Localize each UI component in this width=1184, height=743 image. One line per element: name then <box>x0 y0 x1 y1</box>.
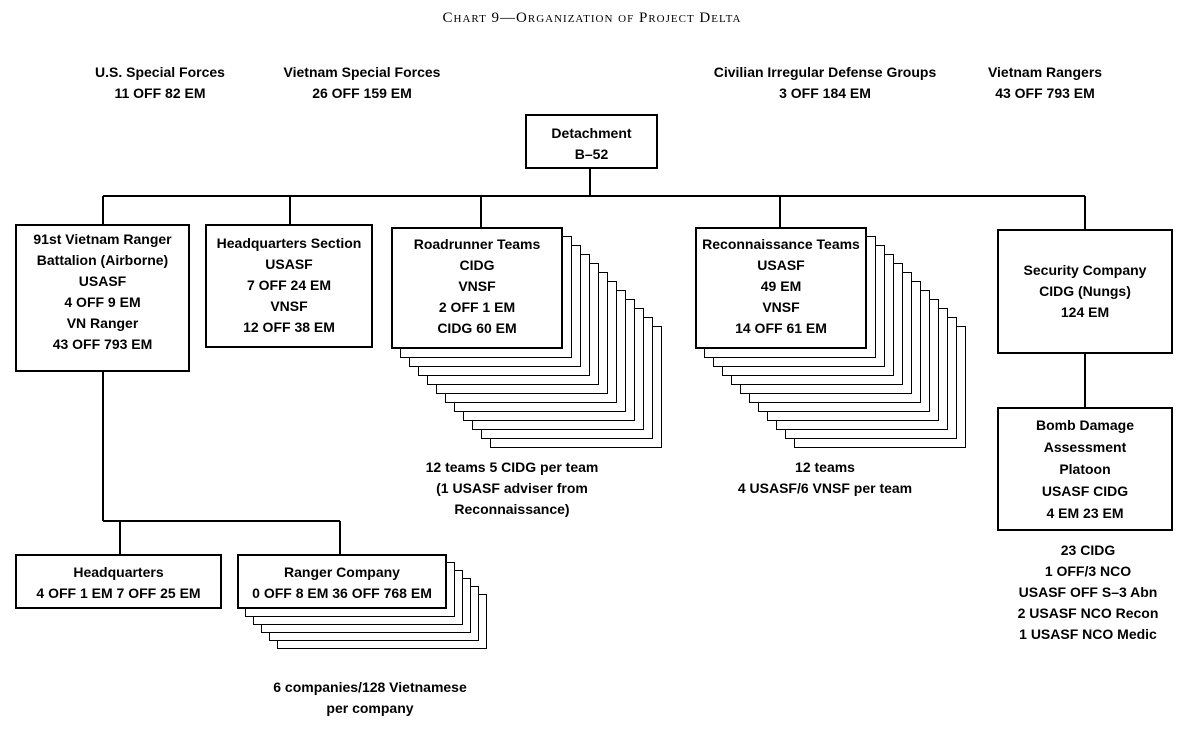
box-line: USASF <box>757 257 805 273</box>
box-line: Reconnaissance Teams <box>702 236 860 252</box>
box-line: VNSF <box>270 298 308 314</box>
note-line: 6 companies/128 Vietnamese <box>273 679 467 695</box>
box-line: Platoon <box>1059 461 1111 477</box>
box-line: 0 OFF 8 EM 36 OFF 768 EM <box>252 585 432 601</box>
ranger-company-box: Ranger Company 0 OFF 8 EM 36 OFF 768 EM <box>237 554 447 609</box>
box-line: Headquarters Section <box>216 235 362 251</box>
box-line: 14 OFF 61 EM <box>735 320 827 336</box>
box-line: VNSF <box>762 299 800 315</box>
box-line: 12 OFF 38 EM <box>243 319 335 335</box>
chart-title: Chart 9—Organization of Project Delta <box>442 10 742 26</box>
roadrunner-note: 12 teams 5 CIDG per team (1 USASF advise… <box>392 457 632 520</box>
summary-vietnam-special-forces: Vietnam Special Forces 26 OFF 159 EM <box>252 62 472 104</box>
box-line: Assessment <box>1043 439 1127 455</box>
summary-name: Vietnam Rangers <box>987 64 1103 80</box>
summary-us-special-forces: U.S. Special Forces 11 OFF 82 EM <box>60 62 260 104</box>
note-line: 1 OFF/3 NCO <box>1044 563 1132 579</box>
summary-name: Civilian Irregular Defense Groups <box>713 64 937 80</box>
detachment-b52-box: Detachment B–52 <box>525 114 658 169</box>
note-line: 23 CIDG <box>1060 542 1116 558</box>
reconnaissance-teams-box: Reconnaissance Teams USASF 49 EM VNSF 14… <box>695 227 867 349</box>
summary-count: 43 OFF 793 EM <box>995 85 1095 101</box>
box-line: VNSF <box>458 278 496 294</box>
note-line: (1 USASF adviser from <box>436 480 588 496</box>
box-line: Ranger Company <box>284 564 400 580</box>
box-line: Roadrunner Teams <box>413 236 541 252</box>
box-line: B–52 <box>574 146 609 162</box>
note-line: 12 teams 5 CIDG per team <box>425 459 599 475</box>
summary-cidg: Civilian Irregular Defense Groups 3 OFF … <box>680 62 970 104</box>
summary-count: 11 OFF 82 EM <box>114 85 206 101</box>
note-line: 4 USASF/6 VNSF per team <box>737 480 913 496</box>
recon-note: 12 teams 4 USASF/6 VNSF per team <box>715 457 935 499</box>
roadrunner-teams-box: Roadrunner Teams CIDG VNSF 2 OFF 1 EM CI… <box>391 227 563 349</box>
box-line: USASF <box>78 273 127 289</box>
box-line: 124 EM <box>1060 304 1110 320</box>
box-line: Battalion (Airborne) <box>36 252 169 268</box>
ranger-company-note: 6 companies/128 Vietnamese per company <box>240 677 500 719</box>
box-line: 4 OFF 1 EM 7 OFF 25 EM <box>36 585 201 601</box>
box-line: 4 OFF 9 EM <box>64 294 141 310</box>
box-line: Detachment <box>551 125 632 141</box>
box-line: CIDG 60 EM <box>437 320 517 336</box>
hq-section-box: Headquarters Section USASF 7 OFF 24 EM V… <box>205 224 373 348</box>
note-line: 2 USASF NCO Recon <box>1017 605 1159 621</box>
summary-vietnam-rangers: Vietnam Rangers 43 OFF 793 EM <box>950 62 1140 104</box>
box-line: Security Company <box>1023 262 1147 278</box>
box-line: CIDG (Nungs) <box>1039 283 1131 299</box>
note-line: per company <box>326 700 414 716</box>
box-line: USASF CIDG <box>1041 483 1129 499</box>
summary-name: Vietnam Special Forces <box>283 64 441 80</box>
note-line: Reconnaissance) <box>454 501 570 517</box>
security-company-box: Security Company CIDG (Nungs) 124 EM <box>997 229 1173 354</box>
box-line: CIDG <box>459 257 495 273</box>
box-line: 91st Vietnam Ranger <box>33 231 172 247</box>
note-line: USASF OFF S–3 Abn <box>1018 584 1158 600</box>
note-line: 1 USASF NCO Medic <box>1019 626 1157 642</box>
ranger-battalion-box: 91st Vietnam Ranger Battalion (Airborne)… <box>15 224 190 372</box>
summary-name: U.S. Special Forces <box>95 64 225 80</box>
box-line: Headquarters <box>73 564 164 580</box>
summary-count: 26 OFF 159 EM <box>312 85 412 101</box>
box-line: VN Ranger <box>66 315 139 331</box>
note-line: 12 teams <box>795 459 855 475</box>
box-line: 2 OFF 1 EM <box>438 299 516 315</box>
bda-platoon-box: Bomb Damage Assessment Platoon USASF CID… <box>997 407 1173 531</box>
summary-count: 3 OFF 184 EM <box>779 85 871 101</box>
box-line: 49 EM <box>760 278 802 294</box>
box-line: Bomb Damage <box>1035 417 1135 433</box>
bda-note: 23 CIDG 1 OFF/3 NCO USASF OFF S–3 Abn 2 … <box>998 540 1178 645</box>
headquarters-box: Headquarters 4 OFF 1 EM 7 OFF 25 EM <box>15 554 222 609</box>
box-line: 7 OFF 24 EM <box>246 277 332 293</box>
box-line: 4 EM 23 EM <box>1046 505 1124 521</box>
box-line: USASF <box>265 256 313 272</box>
box-line: 43 OFF 793 EM <box>52 336 153 352</box>
